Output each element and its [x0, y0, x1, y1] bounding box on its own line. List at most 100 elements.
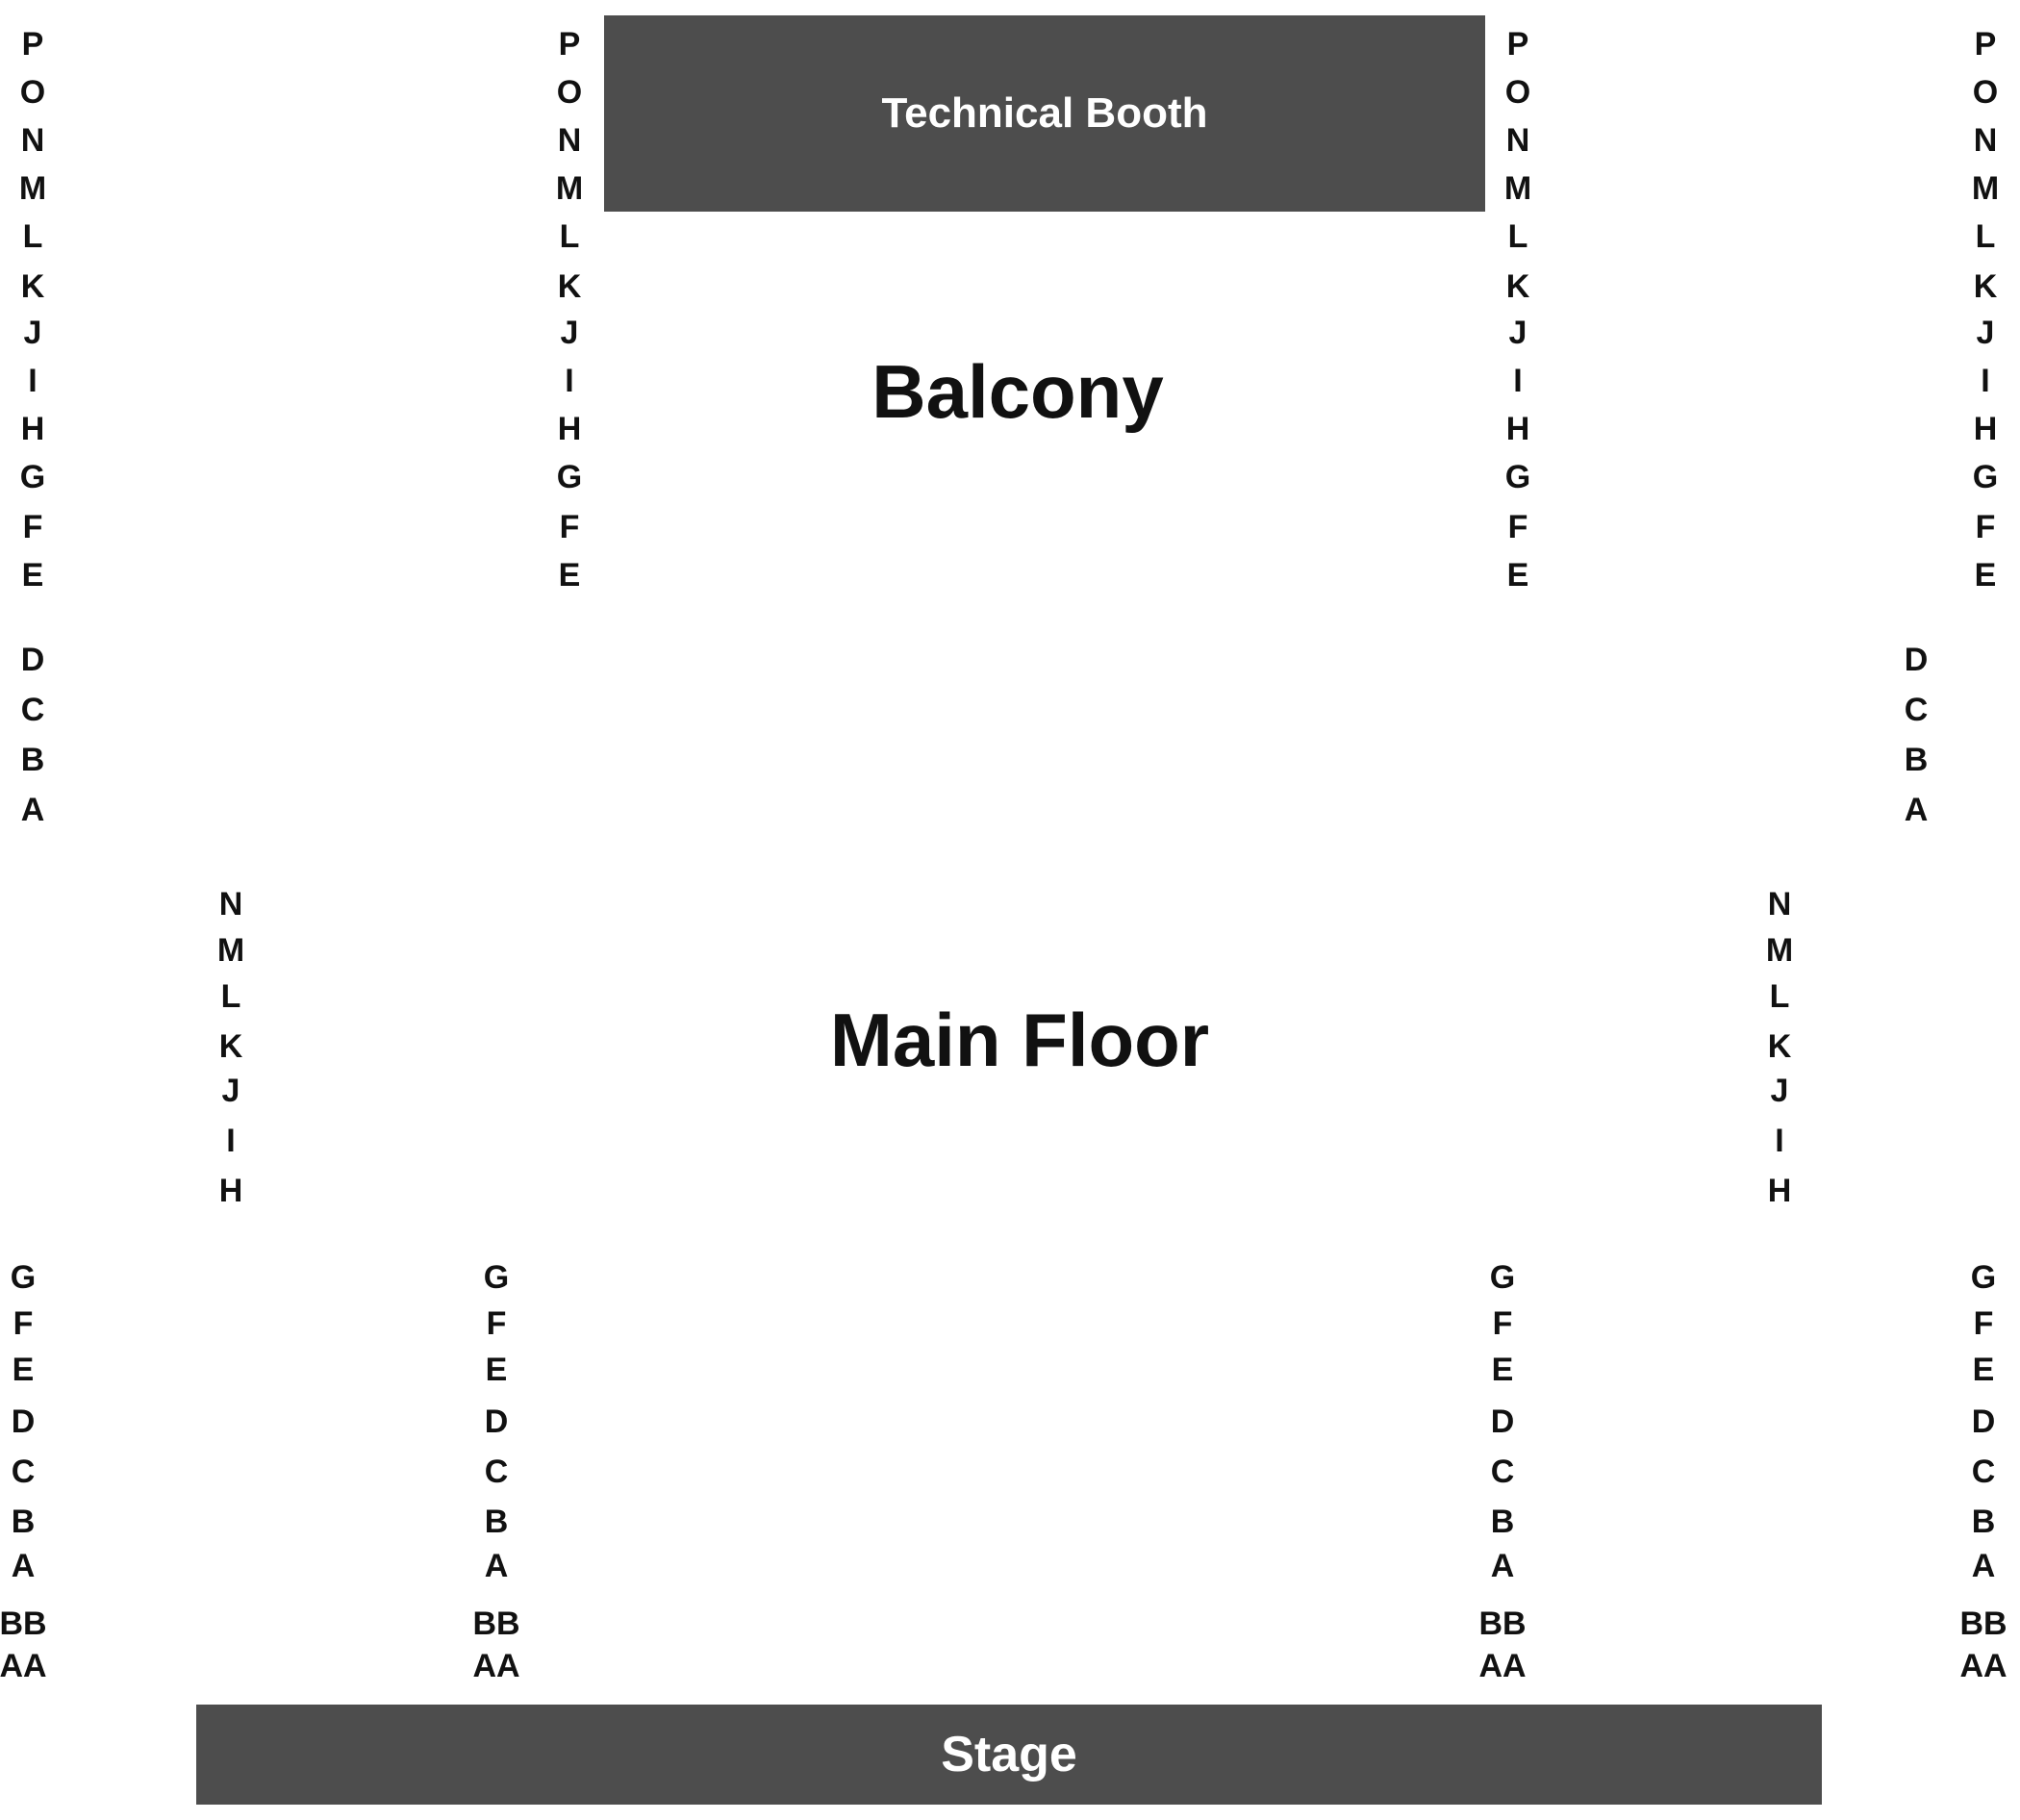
row-label: L [559, 218, 580, 255]
row-label: A [11, 1548, 36, 1584]
row-label: BB [0, 1605, 47, 1642]
row-label: E [558, 557, 581, 594]
row-label: P [558, 26, 581, 63]
row-label: L [1507, 218, 1528, 255]
technical-booth-label: Technical Booth [881, 89, 1208, 137]
row-label: AA [472, 1648, 520, 1684]
row-label: I [565, 363, 574, 399]
row-label: G [1970, 1259, 1997, 1296]
row-label: D [484, 1403, 509, 1440]
row-label: F [22, 509, 43, 545]
row-label: C [1904, 692, 1929, 728]
row-label: G [483, 1259, 510, 1296]
row-label: J [221, 1073, 240, 1109]
row-label: F [486, 1305, 507, 1342]
row-label: J [560, 315, 579, 351]
row-label: C [11, 1453, 36, 1490]
row-label: K [1973, 268, 1998, 305]
row-label: I [226, 1123, 236, 1159]
row-label: I [28, 363, 38, 399]
row-label: I [1981, 363, 1990, 399]
row-label: L [220, 978, 241, 1015]
row-label: E [485, 1352, 508, 1388]
row-label: A [484, 1548, 509, 1584]
row-label: M [555, 170, 584, 207]
row-label: B [1904, 742, 1929, 778]
row-label: M [1503, 170, 1532, 207]
row-label: L [1975, 218, 1996, 255]
row-label: G [10, 1259, 37, 1296]
row-label: G [19, 459, 46, 495]
row-label: BB [472, 1605, 520, 1642]
row-label: C [20, 692, 45, 728]
row-label: J [1770, 1073, 1789, 1109]
row-label: D [11, 1403, 36, 1440]
row-label: D [1904, 642, 1929, 678]
row-label: L [22, 218, 43, 255]
row-label: O [1972, 74, 1999, 111]
row-label: E [1491, 1352, 1514, 1388]
row-label: A [1490, 1548, 1515, 1584]
row-label: G [1504, 459, 1531, 495]
row-label: B [1971, 1504, 1996, 1540]
row-label: N [1973, 122, 1998, 159]
row-label: N [557, 122, 582, 159]
row-label: AA [1959, 1648, 2007, 1684]
row-label: A [1904, 792, 1929, 828]
row-label: O [19, 74, 46, 111]
row-label: M [1765, 932, 1794, 969]
row-label: E [12, 1352, 35, 1388]
row-label: N [1505, 122, 1530, 159]
row-label: BB [1478, 1605, 1527, 1642]
row-label: C [484, 1453, 509, 1490]
stage: Stage [196, 1705, 1822, 1805]
row-label: F [1973, 1305, 1994, 1342]
row-label: B [20, 742, 45, 778]
row-label: A [20, 792, 45, 828]
row-label: C [1490, 1453, 1515, 1490]
row-label: E [1974, 557, 1997, 594]
row-label: G [556, 459, 583, 495]
row-label: H [557, 411, 582, 447]
row-label: J [1508, 315, 1528, 351]
row-label: B [484, 1504, 509, 1540]
row-label: F [1975, 509, 1996, 545]
row-label: P [1506, 26, 1529, 63]
stage-label: Stage [941, 1727, 1077, 1782]
row-label: H [1973, 411, 1998, 447]
technical-booth: Technical Booth [604, 15, 1485, 212]
row-label: M [1971, 170, 2000, 207]
row-label: F [13, 1305, 34, 1342]
row-label: A [1971, 1548, 1996, 1584]
row-label: P [1974, 26, 1997, 63]
row-label: J [1976, 315, 1995, 351]
row-label: F [1507, 509, 1528, 545]
balcony-section-label: Balcony [871, 349, 1164, 434]
row-label: D [20, 642, 45, 678]
row-label: K [1505, 268, 1530, 305]
row-label: F [1492, 1305, 1513, 1342]
main-floor-section-label: Main Floor [829, 998, 1210, 1082]
row-label: E [21, 557, 44, 594]
row-label: F [559, 509, 580, 545]
row-label: N [20, 122, 45, 159]
row-label: D [1971, 1403, 1996, 1440]
row-label: J [23, 315, 42, 351]
row-label: H [1505, 411, 1530, 447]
row-label: I [1775, 1123, 1784, 1159]
row-label: H [20, 411, 45, 447]
row-label: AA [0, 1648, 47, 1684]
row-label: D [1490, 1403, 1515, 1440]
row-label: G [1972, 459, 1999, 495]
row-label: M [18, 170, 47, 207]
row-label: E [1972, 1352, 1995, 1388]
row-label: AA [1478, 1648, 1527, 1684]
row-label: B [1490, 1504, 1515, 1540]
row-label: L [1769, 978, 1790, 1015]
row-label: B [11, 1504, 36, 1540]
row-label: H [1767, 1173, 1792, 1209]
row-label: N [1767, 886, 1792, 923]
row-label: K [20, 268, 45, 305]
row-label: K [218, 1028, 243, 1065]
row-label: O [1504, 74, 1531, 111]
